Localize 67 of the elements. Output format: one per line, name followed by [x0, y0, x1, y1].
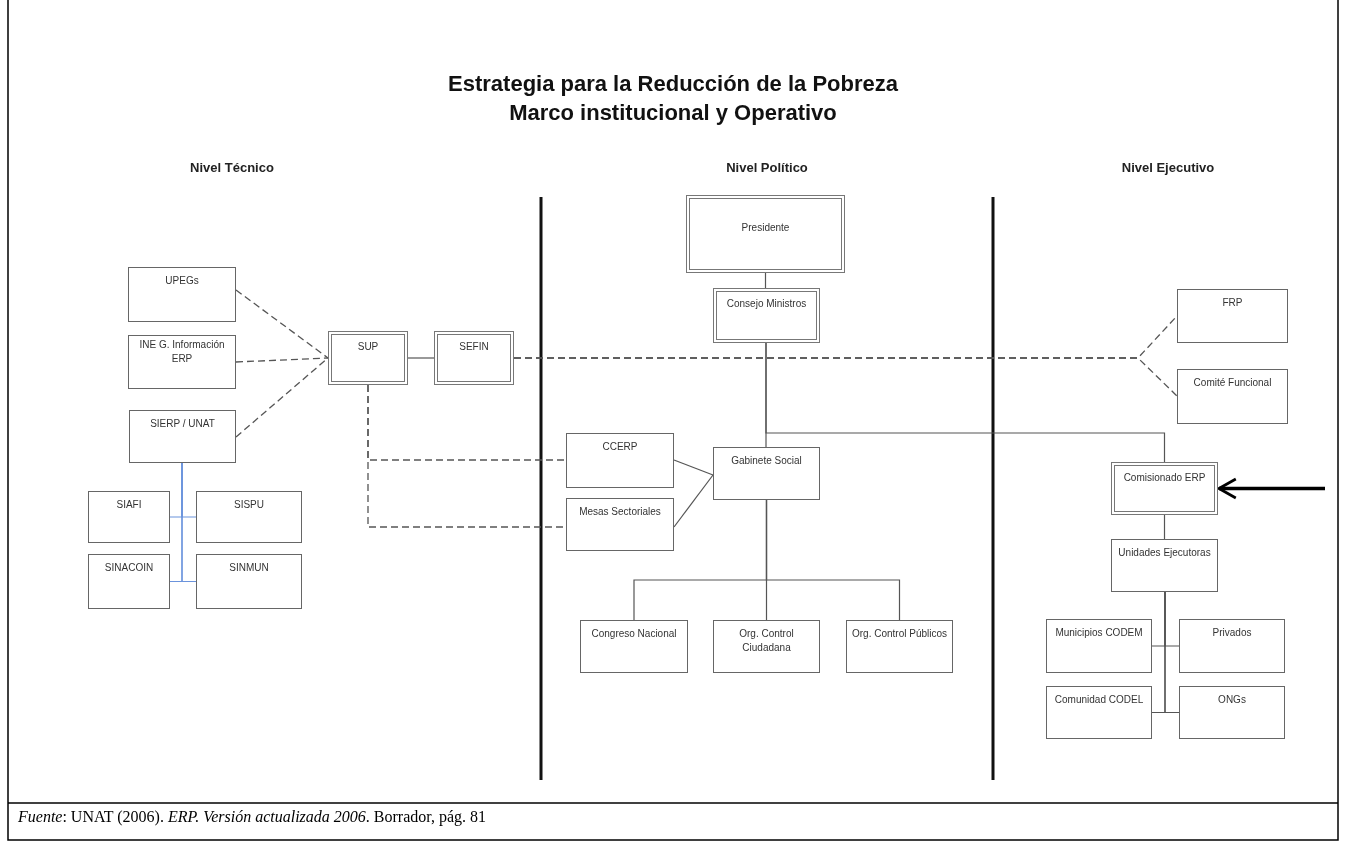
box-label: UPEGs: [165, 274, 199, 288]
box-label: Municipios CODEM: [1055, 626, 1143, 640]
connector-line: [673, 474, 714, 528]
org-box: [1046, 686, 1152, 739]
org-box: [1046, 619, 1152, 673]
org-box: [713, 288, 820, 343]
box-label: Comité Funcional: [1193, 376, 1272, 390]
box-label: Org. Control Públicos: [851, 627, 947, 641]
org-box: [434, 331, 514, 385]
box-label: FRP: [1222, 296, 1243, 310]
org-box: [88, 491, 170, 543]
connector-line: [1163, 514, 1166, 540]
org-box: [713, 447, 820, 500]
org-box: [1179, 619, 1285, 673]
org-box: [88, 554, 170, 609]
org-box: [713, 620, 820, 673]
box-label: INE G. Información ERP: [138, 338, 226, 365]
column-heading: Nivel Político: [726, 160, 808, 175]
connector-line: [765, 499, 901, 621]
box-label: Comunidad CODEL: [1054, 693, 1144, 707]
box-label: SINACOIN: [104, 561, 154, 575]
box-label: Privados: [1212, 626, 1252, 640]
org-box: [128, 335, 236, 389]
connector-line: [673, 459, 714, 476]
org-box: [1177, 289, 1288, 343]
org-box: [580, 620, 688, 673]
box-label: CCERP: [602, 440, 638, 454]
connector-line: [765, 342, 1166, 463]
box-label: Mesas Sectoriales: [579, 505, 661, 519]
box-label: Gabinete Social: [731, 454, 802, 468]
org-box: [566, 498, 674, 551]
org-box: [129, 410, 236, 463]
box-label: Comisionado ERP: [1123, 471, 1206, 485]
box-label: Consejo Ministros: [726, 297, 807, 311]
box-label: SINMUN: [229, 561, 269, 575]
org-box: [1111, 462, 1218, 515]
box-label: SEFIN: [459, 340, 489, 354]
org-box: [1179, 686, 1285, 739]
org-box: [1111, 539, 1218, 592]
connector-line: [181, 462, 197, 583]
org-box: [328, 331, 408, 385]
column-heading: Nivel Ejecutivo: [1121, 160, 1215, 175]
connector-line: [235, 289, 329, 359]
org-box: [846, 620, 953, 673]
box-label: SISPU: [234, 498, 264, 512]
org-box: [196, 554, 302, 609]
connector-line: [407, 357, 435, 359]
box-label: Congreso Nacional: [591, 627, 677, 641]
box-label: SIAFI: [116, 498, 142, 512]
org-box: [566, 433, 674, 488]
box-label: SIERP / UNAT: [150, 417, 215, 431]
org-box: [196, 491, 302, 543]
box-label: Presidente: [741, 221, 790, 235]
org-box: [1177, 369, 1288, 424]
org-box: [128, 267, 236, 322]
box-label: Unidades Ejecutoras: [1118, 546, 1211, 560]
box-label: Org. Control Ciudadana: [738, 627, 795, 654]
org-box: [686, 195, 845, 273]
box-label: SUP: [357, 340, 379, 354]
connector-line: [513, 357, 1178, 397]
box-label: ONGs: [1218, 693, 1246, 707]
column-heading: Nivel Técnico: [190, 160, 274, 175]
source-caption: Fuente: UNAT (2006). ERP. Versión actualizada 2006. Borrador, pág. 81: [18, 808, 487, 826]
diagram-title: Estrategia para la Reducción de la Pobreza Marco institucional y Operativo: [447, 70, 899, 127]
connector-line: [1164, 591, 1180, 714]
connector-line: [235, 357, 329, 363]
arrow: [1217, 477, 1325, 500]
